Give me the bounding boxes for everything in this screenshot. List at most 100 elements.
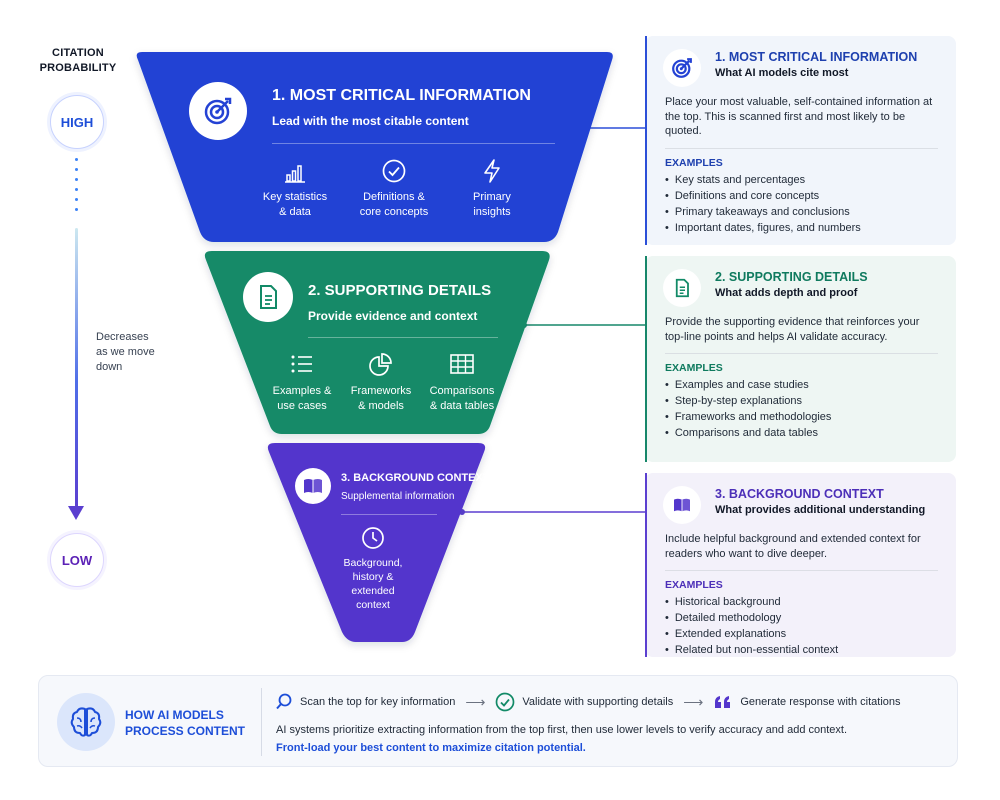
card-body: Include helpful background and extended … xyxy=(665,533,921,560)
step-validate: Validate with supporting details xyxy=(495,692,673,712)
step-label: Validate with supporting details xyxy=(522,696,674,708)
feature-label-line1: Primary xyxy=(473,191,511,203)
card-title: 1. MOST CRITICAL INFORMATION xyxy=(715,50,918,64)
bar-chart-icon xyxy=(285,165,305,183)
connector-3 xyxy=(459,509,645,515)
panel-description: AI systems prioritize extracting informa… xyxy=(276,724,848,736)
tier-3-feature-background: Background, history & extended context xyxy=(334,526,412,612)
feature-label-line1: Frameworks xyxy=(350,385,412,397)
panel-call-to-action: Front-load your best content to maximize… xyxy=(276,742,586,754)
tier-1-feature-insights: Primary insights xyxy=(452,158,532,220)
check-circle-icon xyxy=(382,159,406,183)
low-badge: LOW xyxy=(50,533,104,587)
arrow-right-icon: ⟶ xyxy=(683,693,704,710)
target-icon xyxy=(663,49,701,87)
list-item: Historical background xyxy=(665,594,938,610)
panel-title-line1: HOW AI MODELS xyxy=(125,708,224,722)
tier-2-feature-comparisons: Comparisons & data tables xyxy=(423,352,501,414)
how-ai-models-process-panel: HOW AI MODELS PROCESS CONTENT Scan the t… xyxy=(38,675,958,767)
tier-2-title: 2. SUPPORTING DETAILS xyxy=(308,282,492,299)
scale-note-line1: Decreases xyxy=(96,331,149,343)
citation-probability-label: CITATION PROBABILITY xyxy=(38,46,118,76)
feature-label-line2: history & xyxy=(352,571,394,583)
card-accent-bar xyxy=(645,256,647,462)
card-subtitle: What AI models cite most xyxy=(715,67,849,79)
tier-3-subtitle: Supplemental information xyxy=(341,491,455,502)
tier-3-divider xyxy=(341,514,437,515)
list-item: Primary takeaways and conclusions xyxy=(665,204,938,220)
step-scan: Scan the top for key information xyxy=(275,693,455,711)
list-item: Extended explanations xyxy=(665,626,938,642)
list-item: Frameworks and methodologies xyxy=(665,409,938,425)
card-title: 2. SUPPORTING DETAILS xyxy=(715,270,868,284)
card-divider xyxy=(665,353,938,354)
arrow-right-icon: ⟶ xyxy=(465,693,486,710)
document-icon xyxy=(663,269,701,307)
feature-label-line1: Background, xyxy=(343,557,403,569)
feature-label-line2: & data tables xyxy=(429,400,495,412)
step-label: Scan the top for key information xyxy=(300,696,456,708)
tier-2-divider xyxy=(308,337,498,338)
card-subtitle: What adds depth and proof xyxy=(715,287,858,299)
feature-label-line2: insights xyxy=(473,206,511,218)
scale-title-line1: CITATION xyxy=(52,47,104,59)
examples-label: EXAMPLES xyxy=(665,362,723,374)
card-subtitle: What provides additional understanding xyxy=(715,504,926,516)
tier-1-title: 1. MOST CRITICAL INFORMATION xyxy=(272,87,531,104)
list-icon xyxy=(291,355,312,373)
list-item: Key stats and percentages xyxy=(665,172,938,188)
examples-list: Historical background Detailed methodolo… xyxy=(665,594,938,658)
high-badge: HIGH xyxy=(50,95,104,149)
step-label: Generate response with citations xyxy=(740,696,901,708)
check-circle-icon xyxy=(496,692,515,712)
panel-title-line2: PROCESS CONTENT xyxy=(125,724,246,738)
target-icon xyxy=(189,82,247,140)
brain-icon xyxy=(57,693,115,751)
book-icon xyxy=(663,486,701,524)
card-most-critical: 1. MOST CRITICAL INFORMATION What AI mod… xyxy=(645,36,956,245)
card-divider xyxy=(665,570,938,571)
examples-list: Key stats and percentages Definitions an… xyxy=(665,172,938,236)
panel-divider xyxy=(261,688,262,756)
down-arrow-icon xyxy=(68,506,84,520)
scale-dots xyxy=(75,158,79,224)
lightning-icon xyxy=(484,159,500,183)
process-steps: Scan the top for key information ⟶ Valid… xyxy=(275,692,901,712)
document-icon xyxy=(243,272,293,322)
card-title: 3. BACKGROUND CONTEXT xyxy=(715,487,884,501)
feature-label-line1: Definitions & xyxy=(363,191,425,203)
list-item: Comparisons and data tables xyxy=(665,425,938,441)
examples-label: EXAMPLES xyxy=(665,156,723,169)
scale-note: Decreases as we move down xyxy=(96,330,176,375)
tier-1-divider xyxy=(272,143,555,144)
card-body: Provide the supporting evidence that rei… xyxy=(665,316,920,343)
card-accent-bar xyxy=(645,36,647,245)
examples-list: Examples and case studies Step-by-step e… xyxy=(665,377,938,441)
quote-icon xyxy=(715,696,731,708)
tier-1-feature-definitions: Definitions & core concepts xyxy=(348,158,440,220)
feature-label-line2: use cases xyxy=(277,400,327,412)
feature-label-line2: & data xyxy=(279,206,311,218)
search-icon xyxy=(276,693,292,710)
clock-icon xyxy=(362,527,384,549)
tier-2-subtitle: Provide evidence and context xyxy=(308,309,478,323)
card-divider xyxy=(665,147,938,149)
table-icon xyxy=(450,354,474,374)
step-generate: Generate response with citations xyxy=(713,694,901,710)
feature-label-line2: & models xyxy=(358,400,404,412)
feature-label-line2: core concepts xyxy=(359,206,429,218)
feature-label-line3: extended xyxy=(351,585,395,597)
book-icon xyxy=(295,468,331,504)
scale-gradient-line xyxy=(75,228,78,508)
tier-2-feature-examples: Examples & use cases xyxy=(266,352,338,414)
feature-label-line1: Examples & xyxy=(272,385,332,397)
tier-2-feature-frameworks: Frameworks & models xyxy=(345,352,417,414)
feature-label-line4: context xyxy=(356,599,390,611)
list-item: Definitions and core concepts xyxy=(665,188,938,204)
list-item: Examples and case studies xyxy=(665,377,938,393)
card-background-context: 3. BACKGROUND CONTEXT What provides addi… xyxy=(645,473,956,657)
tier-3-title: 3. BACKGROUND CONTEXT xyxy=(341,472,490,484)
scale-title-line2: PROBABILITY xyxy=(39,62,117,74)
tier-1-feature-stats: Key statistics & data xyxy=(255,158,335,220)
feature-label-line1: Key statistics xyxy=(262,191,328,203)
